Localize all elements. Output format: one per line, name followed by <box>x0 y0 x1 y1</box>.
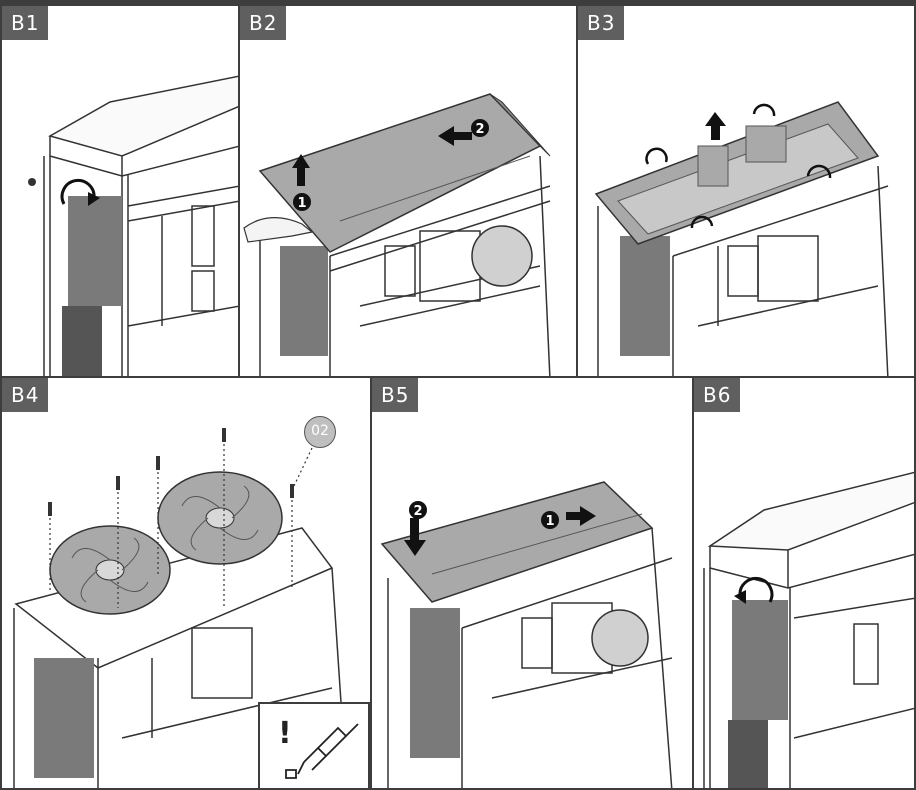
top-bracket-b3 <box>596 102 878 244</box>
lift-arrow-icon-b3 <box>705 112 726 140</box>
mesh-grid-b1 <box>62 196 122 378</box>
panel-b3: B3 <box>576 4 916 378</box>
panel-b6: B6 <box>692 376 916 790</box>
fan-icon-b5 <box>592 610 648 666</box>
panel-b5: B5 2 1 <box>370 376 694 790</box>
mesh-grid-b3 <box>620 236 670 356</box>
step-number-1-b5: 1 <box>545 514 554 529</box>
case-illustration-b6 <box>694 378 916 790</box>
panel-b2: B2 1 <box>238 4 578 378</box>
mesh-grid-b6 <box>732 600 788 720</box>
hand-icon <box>244 218 312 242</box>
screwdriver-icon <box>260 704 370 790</box>
rotate-arrow-icon-2 <box>754 105 774 116</box>
mesh-grid-b5 <box>410 608 460 758</box>
part-callout-02: 02 <box>304 416 336 448</box>
fan-right-icon <box>158 472 282 564</box>
fan-left-icon <box>50 526 170 614</box>
expansion-slots-b6 <box>728 720 768 790</box>
panel-b4: B4 <box>0 376 372 790</box>
panel-label-b2: B2 <box>240 6 286 40</box>
mesh-grid-b4 <box>34 658 94 778</box>
case-illustration-b3 <box>578 6 916 378</box>
step-number-2-b2: 2 <box>475 122 484 137</box>
step-number-2-b5: 2 <box>413 504 422 519</box>
case-illustration-b5: 2 1 <box>372 378 694 790</box>
panel-label-b6: B6 <box>694 378 740 412</box>
callout-leader <box>294 448 312 486</box>
panel-label-b1: B1 <box>2 6 48 40</box>
mesh-grid-b2 <box>280 246 328 356</box>
panel-b1: B1 <box>0 4 240 378</box>
panel-label-b3: B3 <box>578 6 624 40</box>
fan-icon <box>472 226 532 286</box>
rotate-arrow-icon-1 <box>647 149 667 164</box>
screwdriver-warning-box: ! <box>258 702 370 790</box>
case-illustration-b2: 1 2 <box>240 6 578 378</box>
panel-label-b4: B4 <box>2 378 48 412</box>
screw-icon <box>28 178 36 186</box>
panel-label-b5: B5 <box>372 378 418 412</box>
step-number-1-b2: 1 <box>297 196 306 211</box>
case-illustration-b1 <box>2 6 240 378</box>
